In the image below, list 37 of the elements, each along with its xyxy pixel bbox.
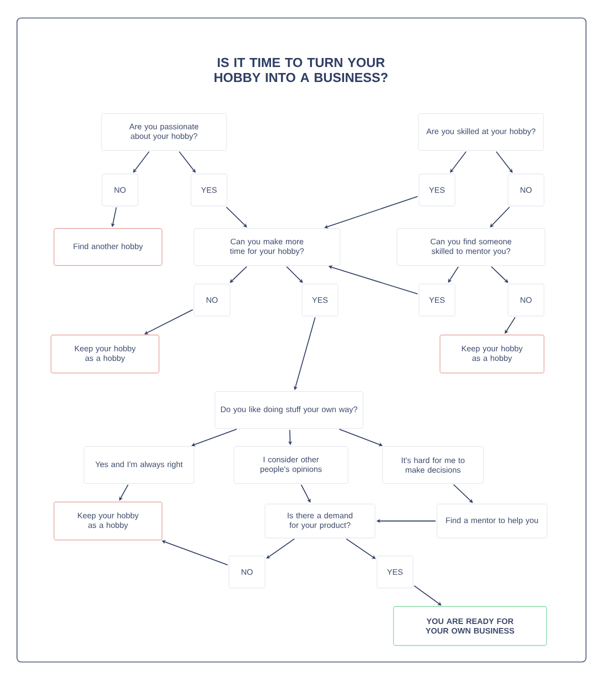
question-box: Can you find someone skilled to mentor you? xyxy=(396,228,546,266)
question-box: Is there a demand for your product? xyxy=(264,504,376,538)
question-box: Do you like doing stuff your own way? xyxy=(214,391,364,429)
stop-box: Keep your hobby as a hobby xyxy=(54,502,162,540)
answer-box: NO xyxy=(194,284,230,316)
answer-box: NO xyxy=(228,556,266,588)
arrow xyxy=(450,151,467,173)
answer-box: NO xyxy=(102,174,138,206)
arrow xyxy=(133,151,150,173)
question-box: Are you skilled at your hobby? xyxy=(418,113,544,151)
question-box: Can you make more time for your hobby? xyxy=(194,228,340,266)
title: IS IT TIME TO TURN YOUR HOBBY INTO A BUSINESS? xyxy=(214,58,388,82)
stop-box: Keep your hobby as a hobby xyxy=(50,334,160,374)
arrow xyxy=(496,151,513,173)
answer-box: NO xyxy=(508,174,544,206)
stop-box: Find another hobby xyxy=(54,228,162,266)
question-box: Yes and I'm always right xyxy=(84,446,194,484)
arrow xyxy=(346,538,376,559)
answer-box: YES xyxy=(376,556,414,588)
arrow xyxy=(448,266,459,283)
answer-box: YES xyxy=(302,284,338,316)
answer-box: YES xyxy=(418,174,456,206)
answer-box: YES xyxy=(190,174,228,206)
question-box: Are you passionate about your hobby? xyxy=(101,113,227,151)
question-box: Find a mentor to help you xyxy=(436,504,548,538)
arrow xyxy=(230,266,248,283)
arrow xyxy=(286,266,303,283)
stop-box: Keep your hobby as a hobby xyxy=(440,334,544,374)
result-box: YOU ARE READY FOR YOUR OWN BUSINESS xyxy=(393,606,547,646)
question-box: I consider other people's opinions xyxy=(234,446,348,484)
arrow xyxy=(490,266,508,283)
arrow xyxy=(266,538,295,559)
arrow xyxy=(178,151,196,173)
answer-box: YES xyxy=(418,284,456,316)
arrow xyxy=(453,484,473,503)
question-box: It's hard for me to make decisions xyxy=(382,446,484,484)
answer-box: NO xyxy=(508,284,544,316)
